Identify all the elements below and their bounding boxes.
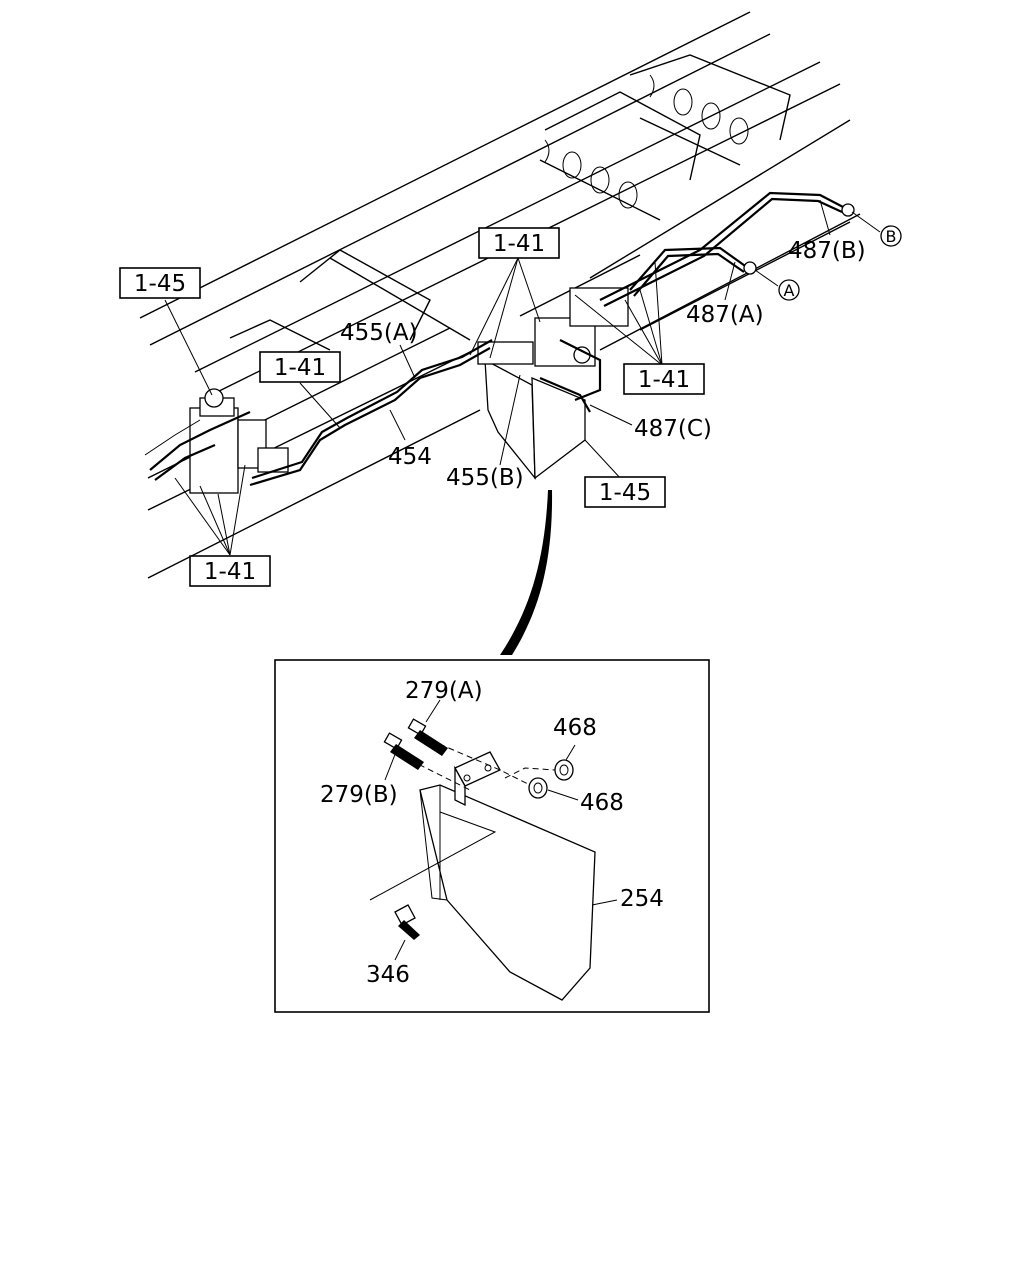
callout-455-a: 455(A) (340, 320, 418, 346)
callout-487-a: 487(A) (686, 302, 764, 328)
svg-text:1-45: 1-45 (599, 480, 651, 506)
bolt-346 (394, 904, 420, 940)
callout-468-top: 468 (553, 715, 597, 741)
callout-279-b: 279(B) (320, 782, 398, 808)
connection-marker-b: B (880, 225, 902, 247)
svg-text:1-45: 1-45 (134, 271, 186, 297)
center-valve-assembly (477, 287, 629, 480)
detail-pointer (500, 490, 553, 655)
nut-468-bottom (528, 777, 548, 799)
svg-text:A: A (784, 281, 795, 300)
bolt-279-a (407, 718, 448, 756)
callout-455-b: 455(B) (446, 465, 524, 491)
ref-box-1-45-right: 1-45 (584, 476, 666, 508)
ref-box-1-41-right: 1-41 (623, 363, 705, 395)
svg-text:1-41: 1-41 (638, 367, 690, 393)
leader-lines-upper (164, 199, 881, 556)
ref-box-1-41-top-center: 1-41 (478, 227, 560, 259)
callout-487-c: 487(C) (634, 416, 712, 442)
callout-468-bottom: 468 (580, 790, 624, 816)
callout-454: 454 (388, 444, 432, 470)
callout-254: 254 (620, 886, 664, 912)
svg-text:1-41: 1-41 (274, 355, 326, 381)
connection-marker-a: A (778, 279, 800, 301)
nut-468-top (554, 759, 574, 781)
callout-487-b: 487(B) (788, 238, 866, 264)
detail-inset: 279(A) 279(B) 468 468 254 346 (274, 659, 710, 1013)
left-valve-assembly (144, 388, 289, 494)
callout-346: 346 (366, 962, 410, 988)
ref-box-1-41-mid-left: 1-41 (259, 351, 341, 383)
ref-box-1-41-bottom-left: 1-41 (189, 555, 271, 587)
callout-279-a: 279(A) (405, 678, 483, 704)
bolt-279-b (383, 732, 424, 770)
svg-text:B: B (886, 227, 897, 246)
brake-pipes (249, 191, 855, 487)
svg-text:1-41: 1-41 (204, 559, 256, 585)
ref-box-1-45-left: 1-45 (119, 267, 201, 299)
svg-text:1-41: 1-41 (493, 231, 545, 257)
